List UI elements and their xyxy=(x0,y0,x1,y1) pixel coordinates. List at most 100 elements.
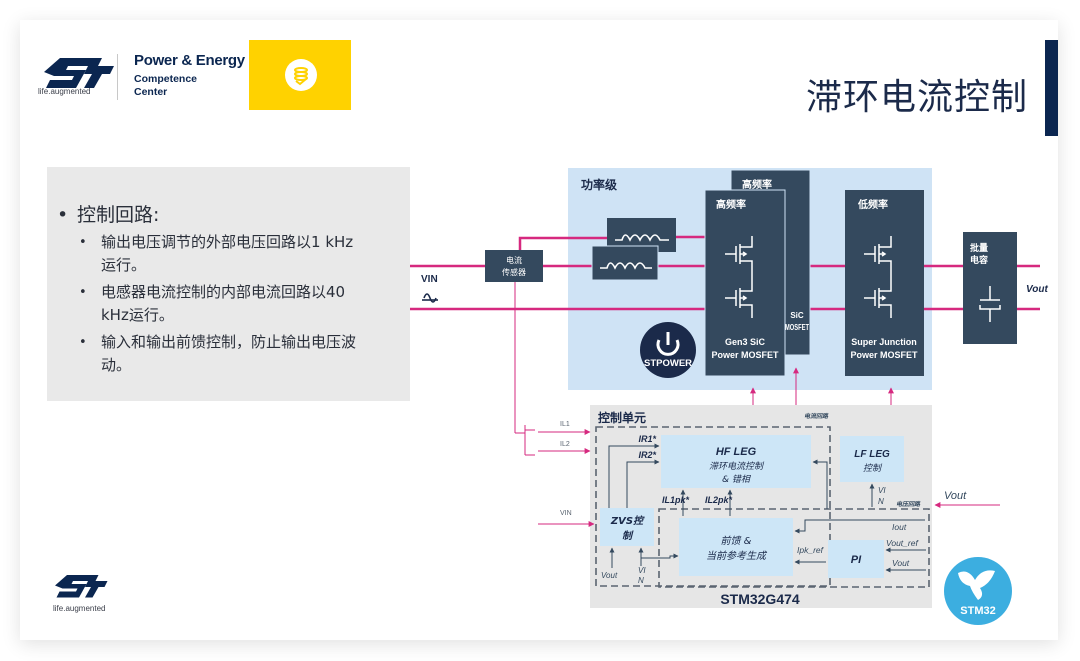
inductor-2 xyxy=(591,245,659,281)
zvs-vin-label: N xyxy=(638,576,644,585)
pi-signal-lines xyxy=(794,519,926,573)
zvs-vout-label: Vout xyxy=(601,571,618,580)
lf-vin-label: N xyxy=(878,497,884,506)
footer-st-logo xyxy=(55,575,108,598)
bullet-item: • 输出电压调节的外部电压回路以1 kHz 运行。 xyxy=(77,231,402,277)
lf-leg-control-block xyxy=(840,436,904,482)
footer-brand-tagline: life.augmented xyxy=(53,604,106,613)
lf-label: 低频率 xyxy=(857,198,888,211)
feedforward-desc: 当前参考生成 xyxy=(706,550,768,562)
ipk-ref-label: Ipk_ref xyxy=(797,545,825,555)
lf-leg-box xyxy=(845,190,924,376)
hf-front-device: Gen3 SiC xyxy=(725,337,766,347)
pi-vout-label: Vout xyxy=(892,558,910,568)
mcu-label: STM32G474 xyxy=(720,591,800,607)
feedforward-title: 前馈 & xyxy=(721,535,752,547)
control-unit-label: 控制单元 xyxy=(598,410,646,425)
brand-tagline: life.augmented xyxy=(38,87,91,96)
bullet-text: 输出电压调节的外部电压回路以1 kHz xyxy=(101,233,354,251)
pi-controller-block xyxy=(828,540,884,578)
lf-device: Super Junction xyxy=(851,337,917,347)
bullet-text: 运行。 xyxy=(101,256,147,274)
il2pk-label: IL2pk* xyxy=(705,495,733,505)
current-sensor xyxy=(485,250,543,282)
mosfet-icon xyxy=(725,236,753,318)
il2-label: IL2 xyxy=(560,441,570,448)
bullet-heading: •控制回路: xyxy=(57,204,160,226)
il1pk-label: IL1pk* xyxy=(662,495,690,505)
current-loop-boundary xyxy=(595,426,831,587)
center-subtitle: Competence Center xyxy=(134,73,197,99)
competence-badge xyxy=(249,40,351,110)
vin-label: VIN xyxy=(421,274,438,285)
feedforward-block xyxy=(679,518,793,576)
bullet-text: kHz运行。 xyxy=(101,306,174,324)
hf-front-device: Power MOSFET xyxy=(711,350,779,360)
center-title: Power & Energy xyxy=(134,52,245,69)
power-lines xyxy=(410,235,1040,311)
inductor-icon xyxy=(615,234,669,242)
bulk-cap-label: 批量 xyxy=(970,242,988,254)
st-logo xyxy=(44,58,114,88)
center-subtitle-line1: Competence xyxy=(134,73,198,85)
hf-back-device: SiC xyxy=(790,311,804,320)
il1-label: IL1 xyxy=(560,421,570,428)
zvs-vin-label: VI xyxy=(638,566,646,575)
bullet-heading-text: 控制回路: xyxy=(77,204,160,226)
hf-leg-title: HF LEG xyxy=(716,446,757,458)
vout-feedback-label: Vout xyxy=(944,490,967,502)
zvs-label: ZVS控 xyxy=(610,515,645,527)
bullet-text: 动。 xyxy=(101,356,132,374)
zvs-inputs xyxy=(609,547,679,568)
hf-leg-front-box xyxy=(704,189,786,377)
zvs-control-block xyxy=(600,508,654,546)
center-subtitle-line2: Center xyxy=(134,86,168,98)
hf-leg-control-block xyxy=(661,435,811,488)
stpower-label: STPOWER xyxy=(644,358,692,369)
capacitor-icon xyxy=(979,286,1001,322)
bulk-cap-label: 电容 xyxy=(970,254,988,266)
il-sense-lines xyxy=(515,425,1000,527)
hf-leg-desc: & 错相 xyxy=(722,474,752,485)
current-sensor-label: 传感器 xyxy=(502,267,526,277)
lf-leg-title: LF LEG xyxy=(854,449,890,460)
iout-label: Iout xyxy=(892,522,907,532)
vin-input-label: VIN xyxy=(560,510,572,517)
stm32-label: STM32 xyxy=(960,605,995,617)
hf-front-label: 高频率 xyxy=(716,198,746,211)
bullet-item: • 输入和输出前馈控制，防止输出电压波 动。 xyxy=(77,331,402,377)
mosfet-icon xyxy=(864,236,892,318)
lf-device: Power MOSFET xyxy=(850,350,918,360)
bullet-item: • 电感器电流控制的内部电流回路以40 kHz运行。 xyxy=(77,281,402,327)
current-sensor-label: 电流 xyxy=(506,255,522,265)
control-loop-textbox: •控制回路: • 输出电压调节的外部电压回路以1 kHz 运行。 • 电感器电流… xyxy=(47,167,410,401)
power-stage-label: 功率级 xyxy=(581,177,617,192)
hf-leg-desc: 滞环电流控制 xyxy=(709,461,765,472)
stpower-badge xyxy=(640,322,696,378)
current-loop-label: 电流回路 xyxy=(804,412,829,420)
hf-back-label: 高频率 xyxy=(742,178,772,191)
ac-source-icon xyxy=(422,293,438,303)
zvs-label: 制 xyxy=(622,530,634,542)
bullet-list: • 输出电压调节的外部电压回路以1 kHz 运行。 • 电感器电流控制的内部电流… xyxy=(77,231,402,381)
ir-signal-lines xyxy=(608,443,828,516)
bullet-text: 输入和输出前馈控制，防止输出电压波 xyxy=(101,333,357,351)
vout-ref-label: Vout_ref xyxy=(886,538,919,548)
voltage-loop-label: 电压回路 xyxy=(896,500,921,508)
gate-drive-lines xyxy=(750,367,894,405)
voltage-loop-boundary xyxy=(658,508,930,588)
pi-label: PI xyxy=(851,554,862,566)
lf-vin-label: VI xyxy=(878,486,886,495)
power-icon xyxy=(656,339,680,356)
header-divider xyxy=(117,54,118,100)
ir1-label: IR1* xyxy=(638,434,656,444)
page-title: 滞环电流控制 xyxy=(805,77,1028,118)
title-accent-bar xyxy=(1045,40,1058,136)
coil-icon xyxy=(285,59,317,91)
lf-leg-desc: 控制 xyxy=(863,463,883,474)
ir2-label: IR2* xyxy=(638,450,656,460)
bullet-text: 电感器电流控制的内部电流回路以40 xyxy=(101,283,346,301)
hf-back-device: MOSFET xyxy=(785,323,809,332)
inductor-icon xyxy=(600,262,652,270)
